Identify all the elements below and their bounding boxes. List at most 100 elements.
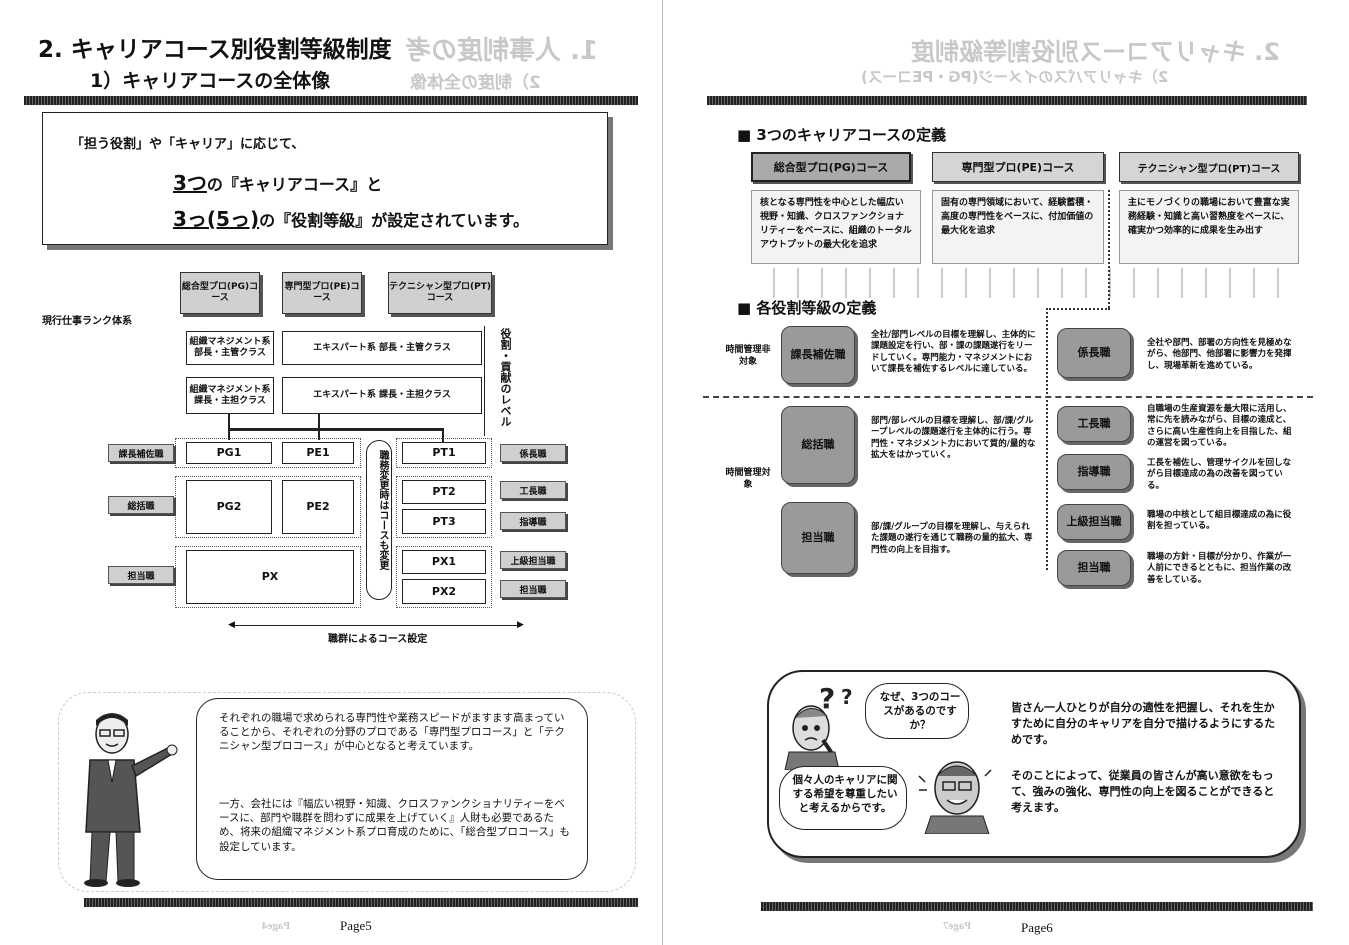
role-sokatsu: 総括職 [781, 406, 855, 484]
course-pe-box: 専門型プロ(PE)コース [282, 272, 362, 314]
arrow-right-icon: ▶ [517, 620, 524, 630]
course-pg-box: 総合型プロ(PG)コース [180, 272, 260, 314]
change-label: 職務変更時はコースも変更 [377, 450, 388, 570]
right-tag-kakaricho: 係長職 [500, 444, 566, 462]
speech-bubble: それぞれの職場で求められる専門性や業務スピードがますます高まっていることから、そ… [196, 698, 588, 880]
pg1-pe1-frame [175, 438, 361, 468]
speech-ghost-frame [58, 692, 636, 892]
level-axis-label: 役割・貢献のレベル [499, 328, 512, 427]
right-tag-shido: 指導職 [500, 512, 566, 530]
expert-upper-box: エキスパート系 部長・主管クラス [282, 331, 482, 365]
time-mgmt-divider [703, 396, 1313, 398]
answer-bubble-text: 個々人のキャリアに関する希望を尊重したいと考えるからです。 [792, 774, 898, 815]
left-tag-sokatsu: 総括職 [108, 496, 174, 514]
role-shido: 指導職 [1057, 454, 1131, 490]
footer-rule [84, 898, 638, 907]
summary-line2: 3つの『キャリアコース』と [173, 167, 382, 196]
ghost-page-number: Page7 [943, 920, 972, 932]
svg-text:?: ? [819, 682, 835, 715]
answer-para1: 皆さん一人ひとりが自分の適性を把握し、それを生かすために自分のキャリアを自分で描… [1011, 701, 1276, 746]
role-sokatsu-desc: 部門/部レベルの目標を理解し、部/課/グループレベルの課題遂行を主体的に行う。専… [871, 416, 1036, 461]
connector [318, 414, 320, 440]
ghost-title: 2. キャリアコース別役割等級制度 [911, 38, 1280, 66]
role-tanto-desc: 部/課/グループの目標を理解し、与えられた課題の遂行を通じて職務の量的拡大、専門… [871, 522, 1033, 555]
role-tanto-pt-desc: 職場の方針・目標が分かり、作業が一人前にできるとともに、担当作業の改善をしている… [1147, 552, 1292, 585]
header-rule [24, 96, 638, 105]
footer-rule [761, 902, 1313, 911]
connector [228, 414, 230, 440]
pt2-pt3-frame [396, 476, 492, 538]
change-bubble [366, 440, 392, 600]
summary-line3-num: 3っ(5っ) [173, 207, 260, 231]
right-tag-kocho: 工長職 [500, 481, 566, 499]
pg2-pe2-frame [175, 476, 361, 538]
summary-line3: 3っ(5っ)の『役割等級』が設定されています。 [173, 203, 529, 232]
role-kacho-hosa: 課長補佐職 [781, 326, 855, 384]
speech-para2: 一方、会社には『幅広い視野・知識、クロスファンクショナリティーをベースに、部門や… [219, 798, 570, 853]
question-bubble: なぜ、3つのコースがあるのですか？ [865, 683, 969, 739]
pg1-box: PG1 [186, 442, 272, 464]
time-mgmt-exempt-label: 時間管理非対象 [725, 345, 771, 367]
course-pe-desc: 固有の専門領域において、経験蓄積・高度の専門性をベースに、付加価値の最大化を追求 [932, 190, 1104, 264]
role-tanto-pt: 担当職 [1057, 550, 1131, 586]
course-pg-header: 総合型プロ(PG)コース [751, 152, 911, 182]
course-pt-desc: 主にモノづくりの職場において豊富な実務経験・知識と高い習熟度をベースに、確実かつ… [1119, 190, 1299, 264]
left-tag-tanto: 担当職 [108, 566, 174, 584]
bottom-course-label: 職群によるコース設定 [328, 634, 428, 645]
questioning-man-icon: ? ? [784, 682, 853, 770]
connector [442, 428, 444, 442]
right-tag-tanto: 担当職 [500, 580, 566, 598]
page-6: 2. キャリアコース別役割等級制度 2）キャリアパスのイメージ(PG・PEコース… [662, 0, 1349, 945]
ghost-page-number: Page4 [262, 920, 291, 932]
px1-px2-frame [396, 546, 492, 608]
pe1-box: PE1 [282, 442, 354, 464]
course-pg-desc: 核となる専門性を中心とした幅広い視野・知識、クロスファンクショナリティーをベース… [751, 190, 921, 264]
ghost-title: 1. 人事制度の考 [405, 36, 599, 66]
page-5: 1. 人事制度の考 2）制度の全体像 2. キャリアコース別役割等級制度 1）キ… [0, 0, 662, 945]
expert-lower-box: エキスパート系 課長・主担クラス [282, 377, 482, 414]
divider-vertical-top [1108, 190, 1110, 308]
px-frame [175, 546, 361, 608]
role-jokyu-tanto-desc: 職場の中核として組目標達成の為に役割を担っている。 [1147, 510, 1292, 532]
current-rank-label: 現行仕事ランク体系 [42, 316, 132, 327]
pe2-box: PE2 [282, 480, 354, 534]
summary-line2-rest: の『キャリアコース』と [206, 175, 383, 194]
divider-step [1046, 308, 1110, 310]
ghost-subtitle: 2）キャリアパスのイメージ(PG・PEコース) [861, 68, 1169, 86]
role-kakaricho-desc: 全社や部門、部署の方向性を見極めながら、他部門、他部署に影響力を発揮し、現場革新… [1147, 338, 1292, 371]
summary-line2-num: 3つ [173, 171, 207, 195]
page-subtitle: 1）キャリアコースの全体像 [90, 70, 331, 92]
answering-man-icon [918, 761, 992, 834]
connector [228, 428, 444, 431]
left-tag-kacho-hosa: 課長補佐職 [108, 444, 174, 462]
page-title: 2. キャリアコース別役割等級制度 [38, 37, 392, 63]
summary-line3-rest: の『役割等級』が設定されています。 [259, 211, 530, 230]
svg-text:?: ? [841, 685, 853, 709]
time-mgmt-target-label: 時間管理対象 [725, 468, 771, 490]
section-grade-definition: ■ 各役割等級の定義 [737, 299, 877, 317]
page-number: Page5 [340, 918, 372, 933]
role-shido-desc: 工長を補佐し、管理サイクルを回しながら目標達成の為の改善を図っている。 [1147, 458, 1292, 491]
px2-box: PX2 [402, 579, 486, 604]
right-tag-jokyu-tanto: 上級担当職 [500, 551, 566, 569]
answer-bubble: 個々人のキャリアに関する希望を尊重したいと考えるからです。 [779, 766, 907, 830]
course-connector-stripes [751, 268, 1299, 298]
summary-line1: 「担う役割」や「キャリア」に応じて、 [71, 137, 305, 152]
course-arrow [232, 625, 520, 626]
role-kakaricho: 係長職 [1057, 328, 1131, 378]
answer-para2: そのことによって、従業員の皆さんが高い意欲をもって、強みの強化、専門性の向上を図… [1011, 769, 1275, 814]
role-kocho-desc: 自職場の生産資源を最大限に活用し、常に先を読みながら、目標の達成と、さらに高い生… [1147, 404, 1292, 449]
pt2-box: PT2 [402, 480, 486, 504]
page-number: Page6 [1021, 920, 1053, 935]
qa-panel [767, 670, 1301, 858]
pt3-box: PT3 [402, 509, 486, 534]
summary-box: 「担う役割」や「キャリア」に応じて、 3つの『キャリアコース』と 3っ(5っ)の… [42, 112, 608, 245]
course-pt-box: テクニシャン型プロ(PT)コース [388, 272, 492, 314]
pg2-box: PG2 [186, 480, 272, 534]
presenter-man-icon [84, 713, 178, 887]
px1-box: PX1 [402, 550, 486, 574]
px-box: PX [186, 550, 354, 604]
mgmt-lower-box: 組織マネジメント系 課長・主担クラス [186, 377, 274, 414]
role-jokyu-tanto: 上級担当職 [1057, 504, 1131, 540]
pt1-box: PT1 [402, 442, 486, 464]
